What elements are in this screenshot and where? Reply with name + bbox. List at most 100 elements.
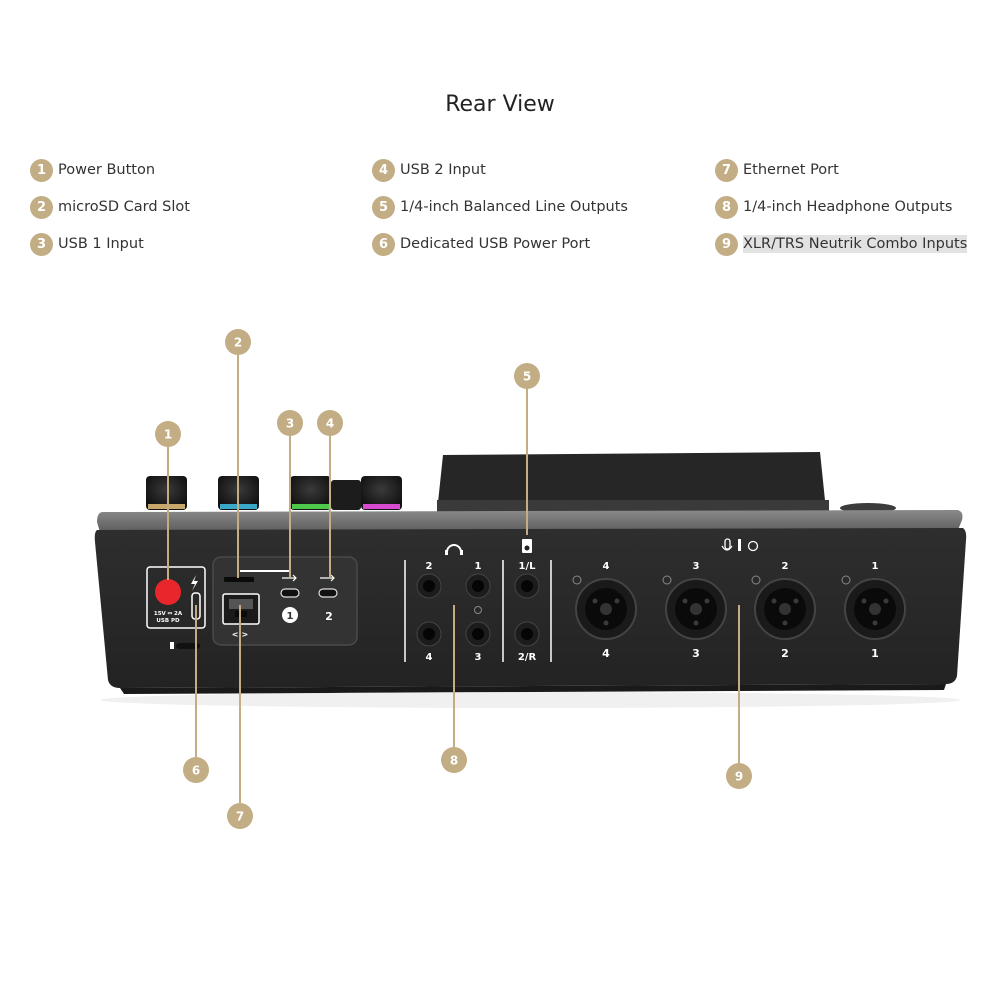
legend-badge: 3: [30, 232, 53, 256]
headphone-jack[interactable]: [423, 580, 435, 592]
combo-input-1[interactable]: 1 1: [841, 561, 906, 660]
microphone-icon: [724, 538, 731, 550]
usb2-number: 2: [325, 610, 333, 623]
legend-item-7: 7 Ethernet Port: [715, 158, 839, 182]
legend-item-8: 8 1/4-inch Headphone Outputs: [715, 195, 952, 219]
legend-label: Dedicated USB Power Port: [400, 236, 591, 252]
callout-number: 4: [326, 417, 334, 431]
callout-lines: [167, 354, 740, 804]
line-out-section: 1/L 2/R: [514, 539, 552, 663]
instrument-icon: [738, 539, 741, 551]
legend-badge: 2: [30, 195, 53, 219]
io-section: 1 2 <·>: [212, 556, 358, 646]
headphone-jack[interactable]: [423, 628, 435, 640]
usb-symbol-icon: [320, 574, 335, 582]
callout-2: 2: [225, 329, 251, 355]
power-spec-label: USB PD: [156, 618, 180, 624]
kensington-slot: [176, 643, 200, 649]
line-out-jack[interactable]: [521, 628, 533, 640]
power-section: 15V ⎓ 2A USB PD: [146, 566, 206, 649]
headphone-jack[interactable]: [472, 628, 484, 640]
callout-1: 1: [155, 421, 181, 447]
callout-number: 8: [450, 754, 458, 768]
callout-3: 3: [277, 410, 303, 436]
combo-bottom-label: 4: [602, 647, 610, 660]
callout-8: 8: [441, 747, 467, 773]
callout-7: 7: [227, 803, 253, 829]
line-icon: [747, 540, 759, 552]
legend-badge: 4: [372, 158, 395, 182]
legend-label: USB 1 Input: [58, 236, 144, 252]
headphone-jack[interactable]: [472, 580, 484, 592]
line-out-label: 1/L: [519, 561, 537, 572]
legend-label: 1/4-inch Balanced Line Outputs: [400, 199, 628, 215]
callout-number: 9: [735, 770, 743, 784]
combo-input-3[interactable]: 3 3: [662, 561, 727, 660]
legend-label: Ethernet Port: [743, 162, 839, 178]
combo-bottom-label: 2: [781, 647, 789, 660]
combo-top-label: 4: [603, 561, 610, 572]
legend-item-2: 2 microSD Card Slot: [30, 195, 190, 219]
callout-badges: 1 2 3 4 5 6 7 8: [155, 329, 752, 829]
page-title: Rear View: [445, 92, 555, 117]
callout-4: 4: [317, 410, 343, 436]
usb2-port[interactable]: [318, 588, 338, 598]
legend-label: 1/4-inch Headphone Outputs: [743, 199, 953, 215]
headphone-icon: [446, 544, 462, 553]
callout-number: 6: [192, 764, 200, 778]
headphone-label: 2: [426, 561, 433, 572]
combo-top-label: 1: [872, 561, 879, 572]
knob: [331, 480, 361, 510]
usb1-port[interactable]: [280, 588, 300, 598]
combo-top-label: 3: [693, 561, 700, 572]
combo-top-label: 2: [782, 561, 789, 572]
legend-label: XLR/TRS Neutrik Combo Inputs: [743, 235, 968, 253]
callout-number: 3: [286, 417, 294, 431]
callout-5: 5: [514, 363, 540, 389]
line-out-label: 2/R: [518, 652, 537, 663]
usb1-badge: [282, 607, 298, 623]
knob: [146, 476, 187, 510]
combo-bottom-label: 1: [871, 647, 879, 660]
line-out-jack[interactable]: [521, 580, 533, 592]
callout-9: 9: [726, 763, 752, 789]
legend-badge: 1: [30, 158, 53, 182]
callout-number: 2: [234, 336, 242, 350]
legend-item-4: 4 USB 2 Input: [372, 158, 486, 182]
legend-badge: 7: [715, 158, 738, 182]
legend-item-9: 9 XLR/TRS Neutrik Combo Inputs: [715, 232, 968, 256]
legend-item-1: 1 Power Button: [30, 158, 155, 182]
slot-indicator: [240, 570, 290, 572]
callout-number: 1: [164, 428, 172, 442]
usb1-number: 1: [287, 611, 294, 622]
legend-badge: 8: [715, 195, 738, 219]
power-rating-label: 15V ⎓ 2A: [154, 611, 183, 617]
legend-label: microSD Card Slot: [58, 199, 190, 215]
legend-item-3: 3 USB 1 Input: [30, 232, 144, 256]
legend-label: Power Button: [58, 162, 156, 178]
power-button[interactable]: [155, 579, 181, 605]
combo-input-4[interactable]: 4 4: [572, 561, 637, 660]
knob: [290, 476, 331, 510]
callout-6: 6: [183, 757, 209, 783]
headphone-label: 3: [475, 652, 482, 663]
callout-number: 7: [236, 810, 244, 824]
callout-number: 5: [523, 370, 531, 384]
legend-item-5: 5 1/4-inch Balanced Line Outputs: [372, 195, 628, 219]
combo-bottom-label: 3: [692, 647, 700, 660]
knob: [361, 476, 402, 510]
headphone-label: 1: [475, 561, 482, 572]
legend-label: USB 2 Input: [400, 162, 486, 178]
legend-item-6: 6 Dedicated USB Power Port: [372, 232, 590, 256]
combo-input-2[interactable]: 2 2: [751, 561, 816, 660]
combo-input-section: 4 4 3 3 2: [572, 538, 906, 660]
microsd-slot[interactable]: [224, 577, 254, 582]
screen-housing: [437, 452, 829, 514]
lock-icon: [170, 642, 174, 649]
legend-badge: 5: [372, 195, 395, 219]
legend-badge: 6: [372, 232, 395, 256]
headphone-label: 4: [426, 652, 433, 663]
headphone-section: 2 1 4 3: [404, 544, 504, 663]
legend-badge: 9: [715, 232, 738, 256]
